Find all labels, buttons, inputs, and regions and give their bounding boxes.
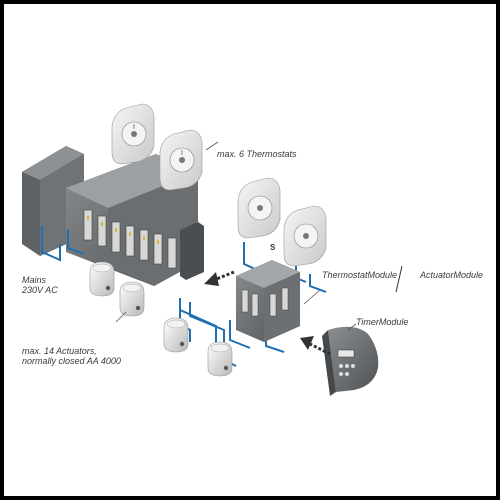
mains-cable [41, 226, 61, 262]
timer-module-label: TimerModule [356, 317, 409, 327]
assembly-arrow-right [300, 336, 331, 356]
system-diagram [22, 103, 403, 396]
actuator-module-label: ActuatorModule [420, 270, 484, 280]
thermostat-2 [159, 129, 203, 191]
thermostats-leader-line [205, 141, 219, 151]
actuator-4 [207, 341, 233, 377]
mains-label-line1: Mains [22, 275, 47, 285]
module-label-divider [395, 265, 403, 293]
thermostat-3 [237, 177, 281, 239]
diagram-canvas: max. 6 Thermostats Mains 230V AC max. 14… [4, 4, 496, 496]
actuators-leader-line [115, 311, 127, 323]
thermostat-4 [283, 205, 327, 267]
actuator-2 [119, 281, 145, 317]
assembly-arrow-left [204, 270, 235, 286]
mains-label-line2: 230V AC [22, 285, 58, 295]
actuator-3 [163, 317, 189, 353]
terminal-slots [83, 209, 177, 269]
actuators-label-line1: max. 14 Actuators, [22, 346, 97, 356]
thermostat-module [236, 260, 300, 342]
actuator-module-cable [229, 320, 251, 349]
thermostat-module-label: ThermostatModule [322, 270, 398, 280]
actuators-label-line2: normally closed AA 4000 [22, 356, 121, 366]
connector-s-label: S [270, 243, 276, 252]
timer-display [337, 349, 355, 358]
timer-module [322, 326, 379, 396]
thermostat-1 [111, 103, 155, 165]
thermostats-label: max. 6 Thermostats [217, 149, 297, 159]
actuator-1 [89, 261, 115, 297]
